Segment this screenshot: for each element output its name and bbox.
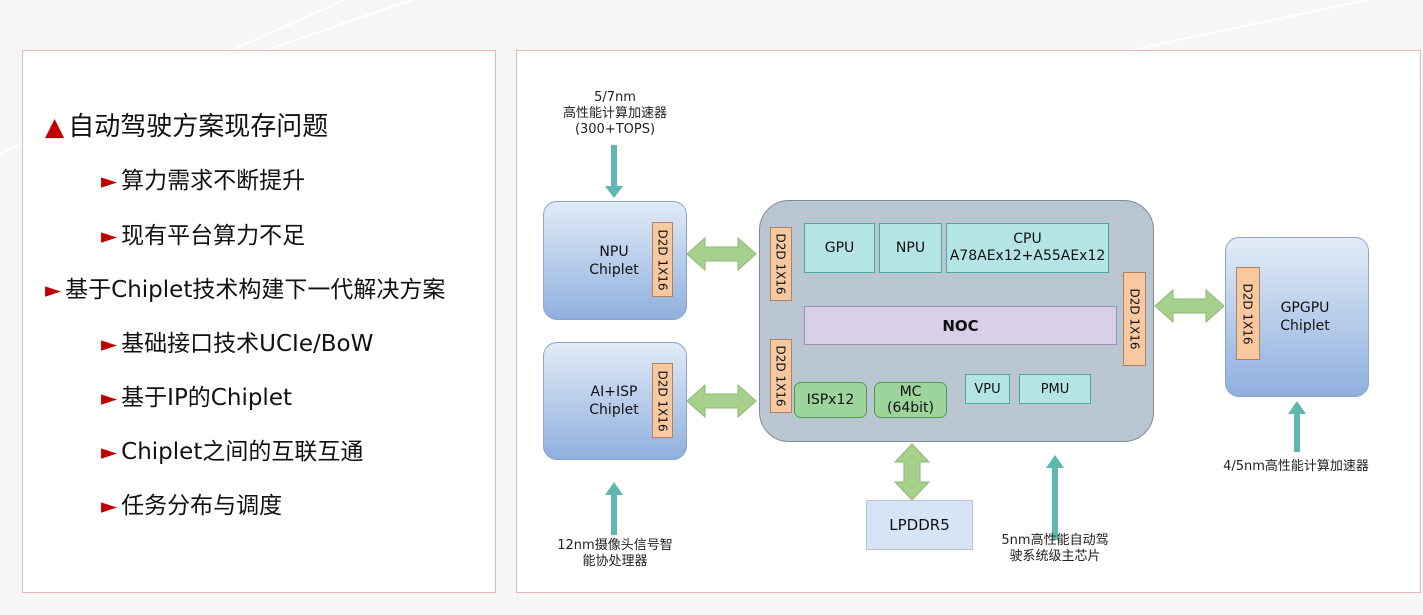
link-arrow-soc-lpddr <box>893 443 931 501</box>
lpddr5-memory: LPDDR5 <box>866 500 973 550</box>
soc-d2d-gpgpu: D2D 1X16 <box>1123 272 1146 366</box>
npu-d2d-interface: D2D 1X16 <box>652 222 673 297</box>
list-item-text: 算力需求不断提升 <box>121 168 306 194</box>
aisp-caption: 12nm摄像头信号智 能协处理器 <box>557 538 673 569</box>
list-item: ►基础接口技术UCIe/BoW <box>101 333 373 356</box>
teal-arrow-aisp <box>605 482 623 535</box>
list-item-heading: ▲自动驾驶方案现存问题 <box>45 114 328 140</box>
pmu-block: PMU <box>1019 374 1091 404</box>
cpu-block: CPU A78AEx12+A55AEx12 <box>946 223 1109 273</box>
vpu-block: VPU <box>965 374 1010 404</box>
aisp-d2d-interface: D2D 1X16 <box>652 363 673 438</box>
list-item: ►算力需求不断提升 <box>101 170 305 193</box>
teal-arrow-gpgpu <box>1288 401 1306 452</box>
list-item-text: 任务分布与调度 <box>121 493 283 519</box>
soc-d2d-npu: D2D 1X16 <box>770 227 792 301</box>
soc-caption: 5nm高性能自动驾 驶系统级主芯片 <box>1001 533 1109 564</box>
teal-arrow-soc <box>1046 455 1064 540</box>
list-item: ►基于IP的Chiplet <box>101 387 292 410</box>
soc-d2d-aisp: D2D 1X16 <box>770 339 792 413</box>
list-item-text: 基于Chiplet技术构建下一代解决方案 <box>65 277 446 303</box>
list-item: ►Chiplet之间的互联互通 <box>101 441 363 464</box>
noc-bus: NOC <box>804 306 1117 345</box>
list-item: ►现有平台算力不足 <box>101 225 305 248</box>
triangle-right-icon: ► <box>101 440 118 464</box>
triangle-up-icon: ▲ <box>45 112 65 141</box>
triangle-right-icon: ► <box>101 494 118 518</box>
issues-panel: ▲自动驾驶方案现存问题 ►算力需求不断提升 ►现有平台算力不足 ►基于Chipl… <box>22 50 496 593</box>
npu-block: NPU <box>879 223 942 273</box>
triangle-right-icon: ► <box>101 224 118 248</box>
link-arrow-npu-soc <box>686 236 757 272</box>
list-item: ►任务分布与调度 <box>101 495 282 518</box>
list-item-text: 基于IP的Chiplet <box>121 385 292 411</box>
isp-block: ISPx12 <box>794 382 867 418</box>
triangle-right-icon: ► <box>101 332 118 356</box>
triangle-right-icon: ► <box>45 278 62 302</box>
link-arrow-soc-gpgpu <box>1154 288 1225 324</box>
gpgpu-d2d-interface: D2D 1X16 <box>1236 267 1260 360</box>
teal-arrow-npu <box>605 145 623 198</box>
gpu-block: GPU <box>804 223 875 273</box>
gpgpu-caption: 4/5nm高性能计算加速器 <box>1223 459 1369 474</box>
list-item-text: 基础接口技术UCIe/BoW <box>121 331 374 357</box>
npu-caption: 5/7nm 高性能计算加速器 (300+TOPS) <box>562 90 667 137</box>
triangle-right-icon: ► <box>101 169 118 193</box>
npu-chiplet: NPU Chiplet <box>543 201 687 320</box>
list-item: ►基于Chiplet技术构建下一代解决方案 <box>45 279 445 302</box>
list-item-text: 自动驾驶方案现存问题 <box>68 112 329 142</box>
list-item-text: Chiplet之间的互联互通 <box>121 439 364 465</box>
mc-block: MC (64bit) <box>874 382 947 418</box>
list-item-text: 现有平台算力不足 <box>121 223 306 249</box>
link-arrow-aisp-soc <box>686 383 757 419</box>
triangle-right-icon: ► <box>101 386 118 410</box>
